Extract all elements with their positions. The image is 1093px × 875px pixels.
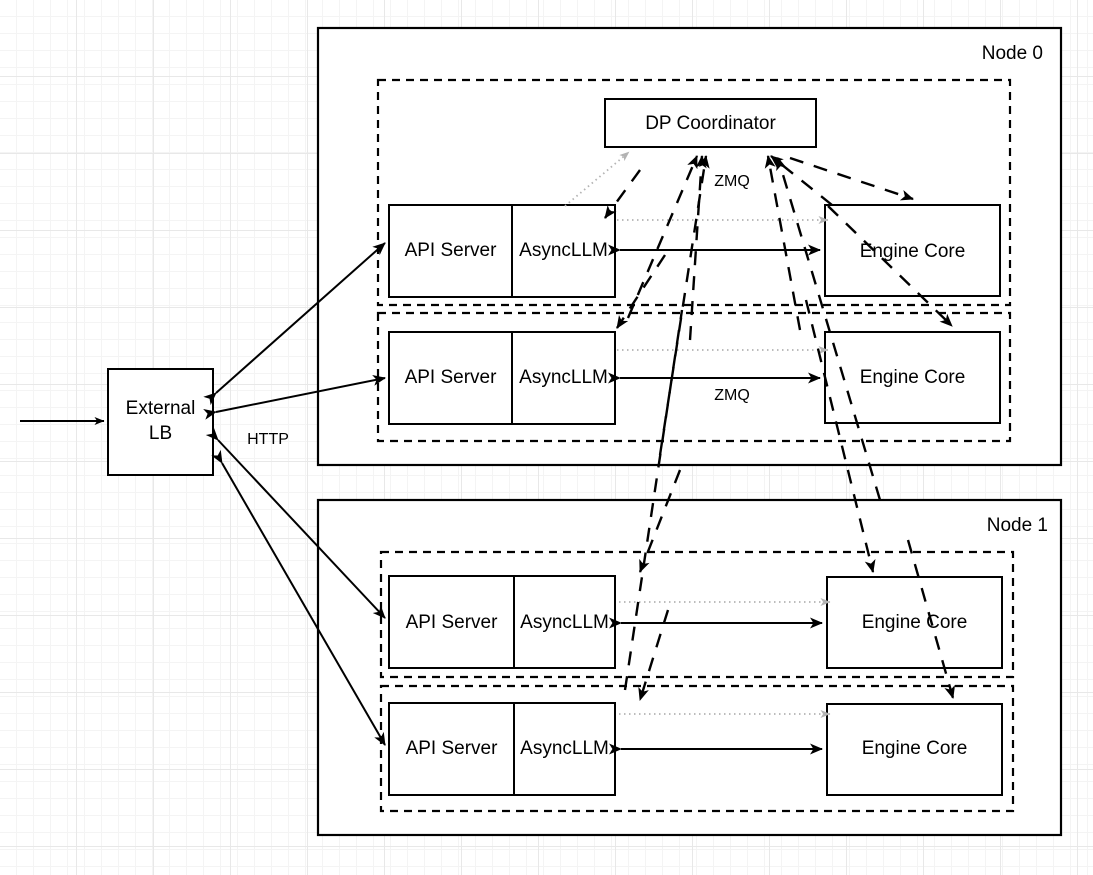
node-0-group-1-ec-to-dp-arrow-right xyxy=(764,155,802,331)
lb-to-node-0-group-0-api-server-arrow xyxy=(203,242,386,406)
node-0-group-0-engine-core-box[interactable] xyxy=(824,204,1001,297)
http-edge-label: HTTP xyxy=(247,431,289,448)
node-0-group-1-api-server-box[interactable] xyxy=(388,331,616,425)
node-1-group-0-engine-core-box[interactable] xyxy=(826,576,1003,669)
dp-coordinator-label: DP Coordinator xyxy=(645,113,776,134)
dp-coordinator-to-node-1-group-0-enginecore-arrow xyxy=(804,299,876,573)
node-0-group-1-engine-core-label: Engine Core xyxy=(860,367,966,388)
node-1-group-0-api-server-label: API Server xyxy=(406,612,499,633)
external-lb-label-line2: LB xyxy=(149,423,172,444)
node-1-group-1-api-server-label: API Server xyxy=(406,738,499,759)
dp-coordinator-box[interactable] xyxy=(604,98,817,148)
node-0-group-1-api-server-label: API Server xyxy=(405,367,498,388)
node-0-group-0-boundary xyxy=(376,78,1012,307)
node-1-group-0-async-llm-label: AsyncLLM xyxy=(520,612,609,633)
node-1-group-1-engine-core-label: Engine Core xyxy=(862,738,968,759)
dp-coordinator-to-node-1-group-0-asyncllm-arrow xyxy=(638,469,682,573)
node-0-group-0-api-server-label: API Server xyxy=(405,240,498,261)
lb-to-node-1-group-1-api-server-arrow xyxy=(211,449,386,746)
lb-to-node-0-group-1-api-server-arrow xyxy=(203,374,386,420)
node-0-group-1-engine-core-box[interactable] xyxy=(824,331,1001,424)
dp-coordinator-to-node-1-group-1-enginecore-arrow xyxy=(906,539,956,699)
node-1-group-1-boundary xyxy=(379,684,1015,813)
node-0-group-0-zmq-label: ZMQ xyxy=(714,173,750,190)
node-1-group-1-api-server-box[interactable] xyxy=(388,702,616,796)
node-0-group-1-async-llm-label: AsyncLLM xyxy=(519,367,608,388)
node-0-group-0-async-llm-label: AsyncLLM xyxy=(519,240,608,261)
node-0-group-1-enginecore-to-dp-coordinator-arrow xyxy=(688,155,707,341)
dp-coordinator-to-node-1-group-1-asyncllm-arrow xyxy=(638,609,670,701)
external-lb-label-line1: External xyxy=(126,398,196,419)
node-1-group-0-engine-core-label: Engine Core xyxy=(862,612,968,633)
node-0-group-0-ec-to-dp-arrow-right xyxy=(770,155,833,206)
node-1-label: Node 1 xyxy=(987,515,1048,536)
node-0-group-0-engine-core-label: Engine Core xyxy=(860,241,966,262)
dp-coordinator-to-node-0-group-0-asyncllm-arrow xyxy=(604,169,641,219)
external-lb-box[interactable] xyxy=(107,368,214,476)
dp-coordinator-to-node-0-group-0-enginecore-arrow xyxy=(789,156,914,201)
node-0-label: Node 0 xyxy=(982,43,1043,64)
node-1-group-1-async-llm-label: AsyncLLM xyxy=(520,738,609,759)
node-1-group-0-api-server-box[interactable] xyxy=(388,575,616,669)
node-1-ec-to-dp-arrow-right xyxy=(776,157,882,501)
node-1-group-0-enginecore-to-dp-coordinator-arrow xyxy=(658,155,710,456)
node-1-group-1-engine-core-box[interactable] xyxy=(826,703,1003,796)
dp-coordinator-to-node-0-group-1-enginecore-arrow xyxy=(827,205,953,327)
node-0-group-1-zmq-label: ZMQ xyxy=(714,387,750,404)
node-0-group-0-enginecore-to-dp-coordinator-arrow xyxy=(626,155,699,319)
node-1-group-0-boundary xyxy=(379,550,1015,679)
